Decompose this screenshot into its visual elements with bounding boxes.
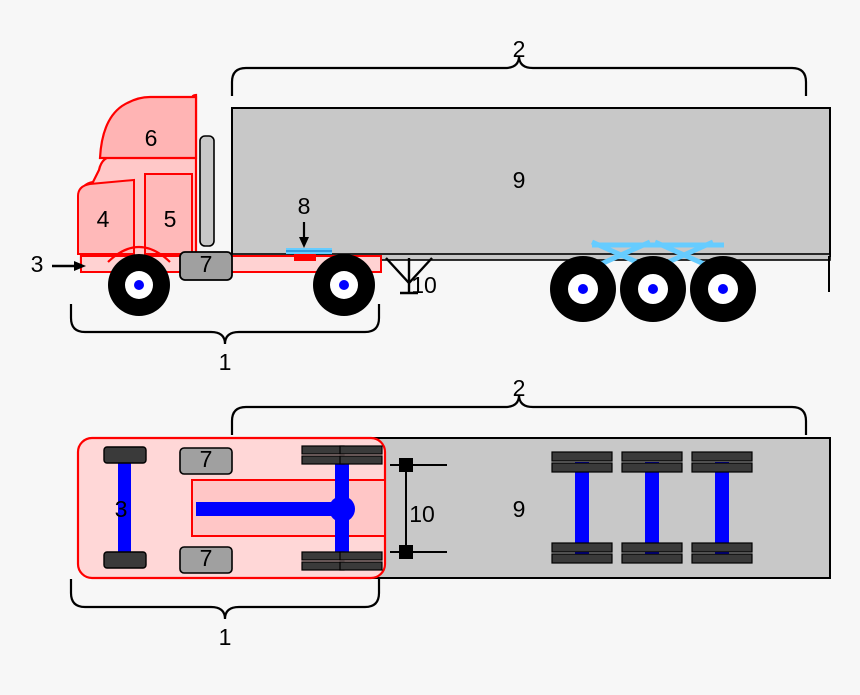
tractor-wheels-side xyxy=(108,254,375,316)
drivetrain-top xyxy=(118,452,355,564)
label-2-side: 2 xyxy=(513,36,526,62)
label-3-top: 3 xyxy=(115,496,128,522)
label-3-side: 3 xyxy=(31,251,44,277)
tractor-front-tires-top xyxy=(103,446,147,569)
label-8: 8 xyxy=(298,193,311,219)
label-7-top-upper: 7 xyxy=(200,446,213,472)
trailer-axles-top xyxy=(551,451,753,564)
top-view-group: 2 7 3 10 9 7 1 xyxy=(69,375,831,650)
front-wheel-arch-side xyxy=(107,246,171,263)
arrow-3-head xyxy=(74,261,86,271)
brace-1-side xyxy=(69,317,381,345)
label-5: 5 xyxy=(164,206,177,232)
exhaust-stack-side xyxy=(199,135,215,247)
label-1-side: 1 xyxy=(219,349,232,375)
label-2-top: 2 xyxy=(513,375,526,401)
brace-1-top xyxy=(69,592,381,620)
label-10-top: 10 xyxy=(409,501,435,527)
trailer-body-side xyxy=(231,107,831,257)
fifth-wheel-top-upper xyxy=(179,447,233,475)
label-7-side: 7 xyxy=(200,251,213,277)
trailer-wheels-side xyxy=(550,256,756,322)
fifth-wheel-top-lower xyxy=(179,546,233,574)
tractor-drive-tires-top xyxy=(301,445,383,571)
cab-windshield-panel-side xyxy=(77,178,135,255)
arrow-8-head xyxy=(299,237,309,248)
label-6: 6 xyxy=(145,125,158,151)
label-4: 4 xyxy=(97,206,110,232)
brace-2-top xyxy=(230,394,808,422)
fifth-wheel-side xyxy=(179,251,233,281)
label-10-side: 10 xyxy=(411,272,437,298)
dimension-10-top xyxy=(390,458,447,559)
cab-sleeper-side xyxy=(98,95,198,160)
coupling-8-side xyxy=(286,248,332,261)
label-7-top-lower: 7 xyxy=(200,545,213,571)
cab-door-panel-side xyxy=(144,173,193,255)
label-9-top: 9 xyxy=(513,496,526,522)
side-view-group: 2 6 9 8 4 5 3 7 10 1 xyxy=(31,36,831,375)
brace-2-side xyxy=(230,55,808,83)
label-1-top: 1 xyxy=(219,624,232,650)
label-9-side: 9 xyxy=(513,167,526,193)
